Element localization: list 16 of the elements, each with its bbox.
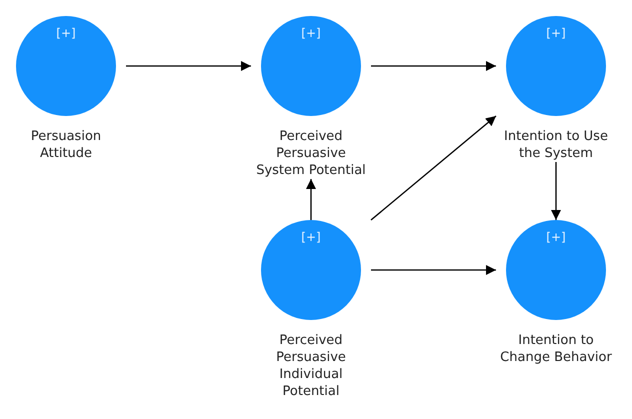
expand-marker: [+] bbox=[301, 230, 321, 244]
expand-marker: [+] bbox=[56, 26, 76, 40]
arrow bbox=[306, 179, 316, 220]
node-label: Persuasion Attitude bbox=[30, 128, 102, 162]
arrow bbox=[551, 162, 561, 220]
arrow bbox=[126, 61, 251, 71]
expand-marker: [+] bbox=[546, 230, 566, 244]
expand-marker: [+] bbox=[546, 26, 566, 40]
node-label: Intention to Use the System bbox=[503, 128, 609, 162]
arrow bbox=[371, 61, 496, 71]
arrow bbox=[370, 115, 496, 221]
node-label: Perceived Persuasive System Potential bbox=[255, 128, 367, 179]
arrow bbox=[371, 265, 496, 275]
node-label: Perceived Persuasive Individual Potential bbox=[275, 332, 347, 400]
node-label: Intention to Change Behavior bbox=[499, 332, 613, 366]
expand-marker: [+] bbox=[301, 26, 321, 40]
